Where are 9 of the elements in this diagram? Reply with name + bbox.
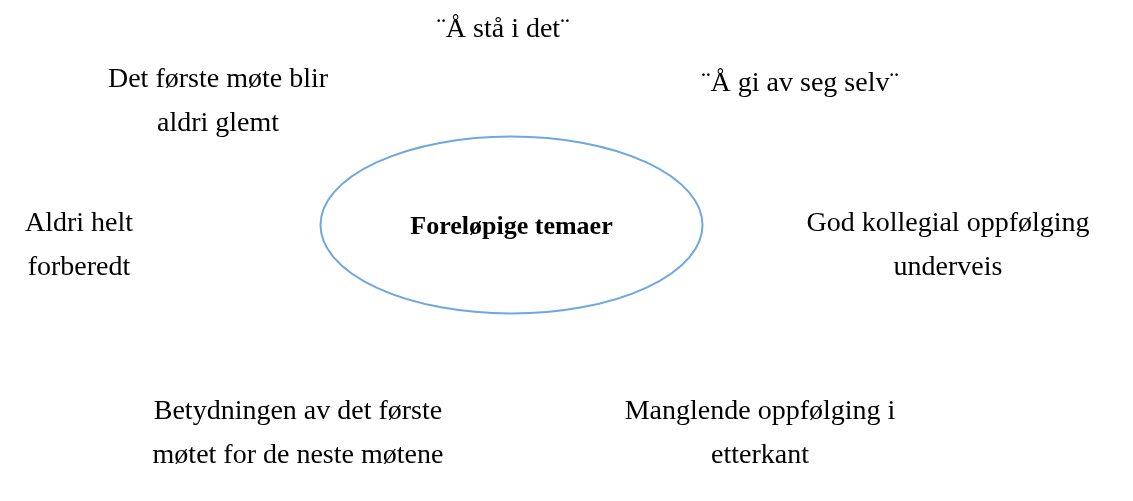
theme-label: God kollegial oppfølging underveis <box>805 205 1091 283</box>
theme-label: Betydningen av det første møtet for de neste møtene <box>151 393 445 471</box>
theme-label: ¨Å stå i det¨ <box>436 11 570 45</box>
ellipse-node <box>319 135 704 315</box>
theme-label: Manglende oppfølging i etterkant <box>623 393 897 471</box>
theme-label: Aldri helt forberedt <box>23 205 135 283</box>
theme-label: Det første møte blir aldri glemt <box>106 61 330 139</box>
theme-label: ¨Å gi av seg selv¨ <box>701 65 899 99</box>
node-title: Foreløpige temaer <box>410 209 613 242</box>
